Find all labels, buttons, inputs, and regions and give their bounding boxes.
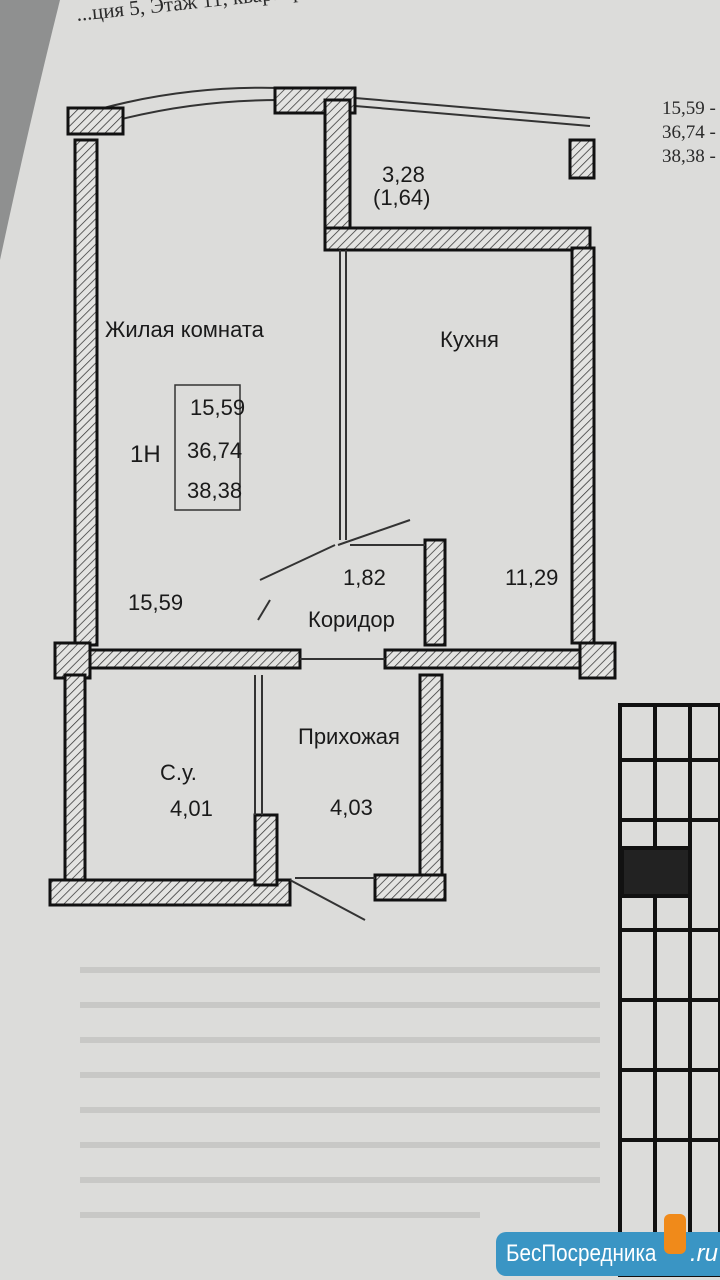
bathroom-label: С.у.: [160, 760, 197, 785]
mascot-icon: [664, 1214, 686, 1254]
living-room-label: Жилая комната: [105, 317, 265, 342]
watermark-brand: БесПосредника: [506, 1240, 657, 1267]
kitchen-label: Кухня: [440, 327, 499, 352]
living-area-value: 15,59: [190, 395, 245, 420]
corridor-label: Коридор: [308, 607, 395, 632]
total-area-value: 36,74: [187, 438, 242, 463]
balcony-reduced-area: (1,64): [373, 185, 430, 210]
room-labels: 3,28 (1,64) Жилая комната 1Н 15,59 36,74…: [105, 162, 558, 821]
total-with-balcony-value: 38,38: [187, 478, 242, 503]
watermark-logo: БесПосредника .ru: [496, 1232, 720, 1276]
balcony-area: 3,28: [382, 162, 425, 187]
hallway-label: Прихожая: [298, 724, 400, 749]
living-room-area: 15,59: [128, 590, 183, 615]
bathroom-area: 4,01: [170, 796, 213, 821]
hallway-area: 4,03: [330, 795, 373, 820]
side-value: 15,59 -: [662, 98, 716, 119]
apartment-type: 1Н: [130, 441, 161, 468]
background-text-lines: [80, 967, 600, 1218]
side-value: 38,38 -: [662, 146, 716, 167]
corridor-area: 1,82: [343, 565, 386, 590]
kitchen-area: 11,29: [505, 565, 558, 590]
side-value: 36,74 -: [662, 122, 716, 143]
watermark-domain: .ru: [689, 1240, 718, 1267]
partitions: [254, 250, 425, 921]
walls: [48, 86, 617, 907]
area-box: [174, 384, 241, 511]
